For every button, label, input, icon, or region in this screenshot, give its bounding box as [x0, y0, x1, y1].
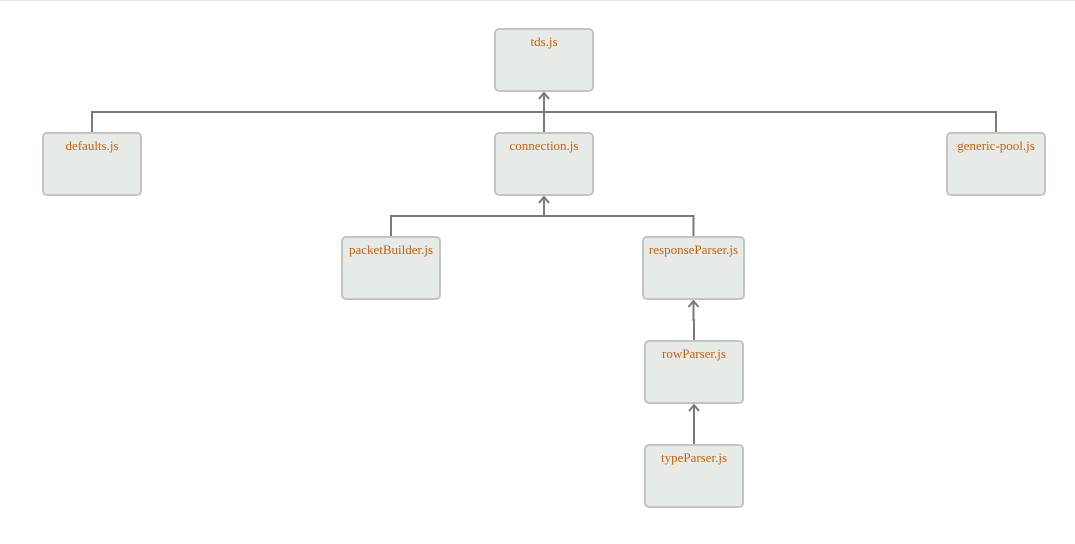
node-generic-pool-js[interactable]: generic-pool.js [946, 132, 1046, 196]
node-connection-js[interactable]: connection.js [494, 132, 594, 196]
node-typeparser-js[interactable]: typeParser.js [644, 444, 744, 508]
node-defaults-js[interactable]: defaults.js [42, 132, 142, 196]
arrowhead-into-tds [538, 91, 550, 100]
node-label: typeParser.js [660, 450, 728, 465]
node-label: packetBuilder.js [348, 242, 434, 257]
edge-responseParser-to-connection [543, 197, 695, 236]
node-label: tds.js [530, 34, 558, 49]
node-responseparser-js[interactable]: responseParser.js [642, 236, 745, 300]
node-packetbuilder-js[interactable]: packetBuilder.js [341, 236, 441, 300]
node-label: rowParser.js [662, 346, 726, 361]
node-label: responseParser.js [648, 242, 739, 257]
top-divider [0, 0, 1075, 1]
node-tds-js[interactable]: tds.js [494, 28, 594, 92]
arrowhead-into-rowParser [688, 403, 700, 412]
edge-defaults-to-tds [91, 93, 545, 132]
arrowhead-into-connection [538, 195, 550, 204]
edge-generic-pool-to-tds [543, 93, 997, 132]
node-rowparser-js[interactable]: rowParser.js [644, 340, 744, 404]
node-label: defaults.js [65, 138, 119, 153]
edge-rowParser-to-responseParser [692, 301, 695, 340]
node-label: connection.js [509, 138, 579, 153]
arrowhead-into-responseParser [687, 299, 700, 308]
node-label: generic-pool.js [957, 138, 1035, 153]
edge-packetBuilder-to-connection [390, 197, 545, 236]
